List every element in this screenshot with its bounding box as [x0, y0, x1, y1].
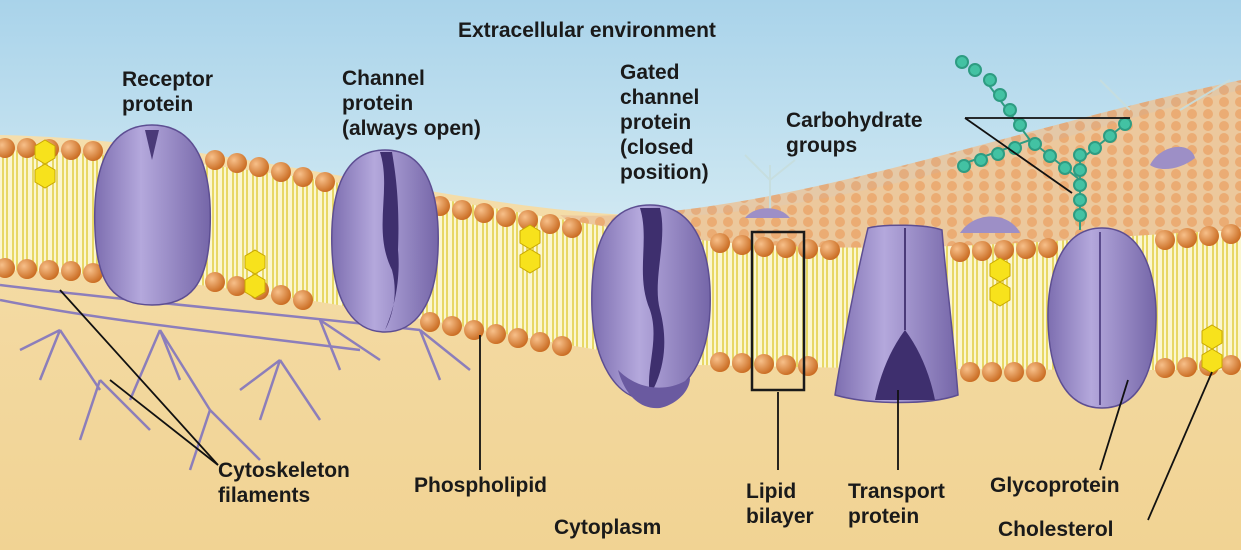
- label-glycoprotein: Glycoprotein: [990, 474, 1120, 497]
- receptor-protein-shape: [93, 124, 212, 306]
- glycoprotein-shape: [1047, 227, 1157, 409]
- label-receptor-protein: Receptor protein: [122, 68, 214, 116]
- peripheral-protein: [1150, 146, 1195, 170]
- label-cytoplasm: Cytoplasm: [554, 516, 662, 539]
- label-lipid-bilayer: Lipid bilayer: [746, 480, 814, 528]
- label-phospholipid: Phospholipid: [414, 474, 547, 497]
- label-extracellular: Extracellular environment: [458, 19, 716, 42]
- channel-protein-shape: [331, 149, 439, 333]
- label-carbohydrate-groups: Carbohydrate groups: [786, 109, 923, 157]
- leader-lines: [59, 117, 1213, 521]
- cytoskeleton-network: [0, 283, 471, 471]
- cholesterol-molecules: [34, 139, 1223, 374]
- membrane-surface: [560, 80, 1241, 257]
- lipid-bilayer-box: [750, 230, 806, 392]
- transport-protein-shape: [834, 224, 959, 404]
- label-cytoskeleton-filaments: Cytoskeleton filaments: [218, 459, 350, 507]
- peripheral-protein: [960, 216, 1020, 233]
- label-cholesterol: Cholesterol: [998, 518, 1114, 541]
- label-gated-channel-protein: Gated channel protein (closed position): [620, 61, 709, 184]
- peripheral-protein: [745, 208, 790, 218]
- label-transport-protein: Transport protein: [848, 480, 945, 528]
- faded-carbohydrate-chain: [744, 79, 1231, 215]
- label-channel-protein: Channel protein (always open): [342, 67, 481, 140]
- inner-heads: [0, 258, 1241, 382]
- gated-channel-protein-shape: [591, 204, 711, 409]
